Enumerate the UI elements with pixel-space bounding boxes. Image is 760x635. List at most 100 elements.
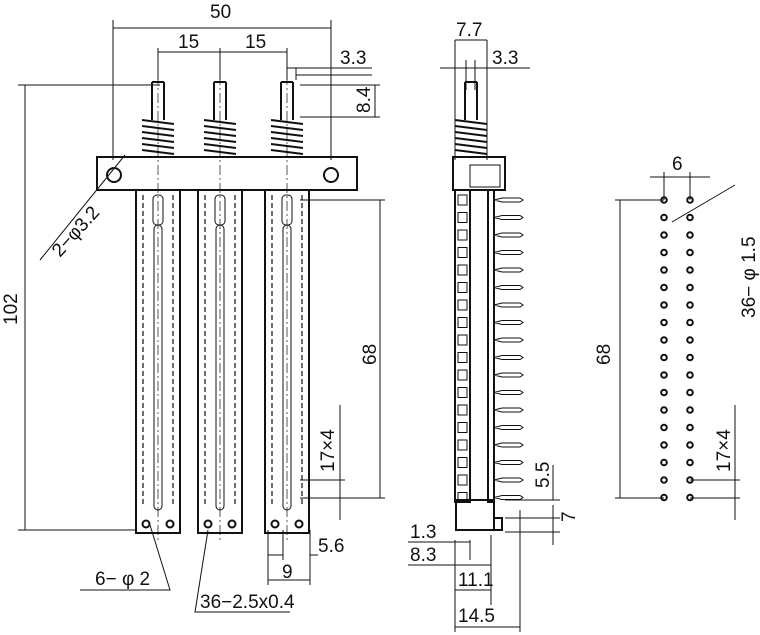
side-rail	[487, 189, 495, 503]
mount-hole-right	[323, 167, 339, 183]
side-base	[455, 499, 495, 531]
pattern-dim-pitch-count: 17×4	[714, 429, 735, 472]
pattern-hole	[660, 458, 668, 467]
front-dimension-lines	[18, 20, 385, 613]
side-pin	[493, 460, 524, 465]
pattern-dim-holes: 36− φ 1.5	[739, 236, 760, 318]
side-pin	[493, 337, 524, 343]
side-plate	[454, 189, 471, 503]
side-spring	[454, 119, 488, 155]
pattern-hole	[686, 266, 694, 274]
pattern-dim-spacing: 6	[672, 154, 683, 175]
dim-tip-height: 8.4	[354, 86, 375, 113]
side-tooth	[457, 457, 468, 468]
side-pin	[493, 285, 524, 290]
side-tooth	[457, 247, 468, 258]
side-dim-width: 7.7	[456, 20, 482, 41]
dim-mount-holes: 2−φ3.2	[48, 202, 104, 261]
side-dim-offset: 3.3	[492, 48, 518, 69]
side-pin	[493, 495, 524, 500]
pattern-hole	[686, 231, 694, 239]
pattern-hole	[686, 441, 694, 449]
bottom-hole	[227, 519, 237, 529]
dim-bottom-holes: 6− φ 2	[95, 569, 150, 590]
pattern-hole	[686, 371, 694, 379]
pattern-hole	[686, 388, 694, 397]
pattern-hole	[660, 231, 668, 239]
side-foot	[493, 517, 503, 531]
side-tooth	[457, 439, 468, 451]
pattern-hole	[686, 423, 694, 432]
pattern-hole	[686, 248, 694, 257]
side-dimension-lines	[408, 39, 560, 632]
pattern-hole	[660, 283, 668, 292]
pattern-hole	[686, 336, 694, 344]
pattern-hole	[660, 476, 668, 484]
side-tooth	[457, 369, 468, 381]
side-tooth	[457, 387, 468, 398]
side-tooth	[457, 212, 468, 223]
mounting-bar	[96, 156, 358, 191]
pattern-dimension-lines	[615, 172, 740, 520]
side-pin	[493, 197, 524, 203]
side-pin	[493, 250, 524, 255]
dim-pitch-count: 17×4	[318, 429, 339, 472]
pattern-hole	[686, 458, 694, 467]
side-dim-1-3: 1.3	[410, 522, 436, 543]
dim-hole-spacing: 5.6	[318, 536, 344, 557]
side-pin	[493, 407, 524, 413]
side-pin	[493, 267, 524, 273]
bottom-hole	[141, 519, 151, 529]
side-pin	[493, 390, 524, 395]
side-dim-5-5: 5.5	[533, 462, 554, 488]
pattern-hole	[660, 406, 668, 414]
side-pin	[493, 215, 524, 220]
pattern-hole	[660, 336, 668, 344]
front-view	[96, 75, 358, 540]
pattern-hole	[660, 441, 668, 449]
side-dim-11-1: 11.1	[458, 570, 494, 591]
pattern-hole	[660, 301, 668, 309]
side-pin	[493, 232, 524, 238]
side-tooth	[457, 282, 468, 293]
dim-strip-length: 68	[360, 344, 381, 365]
pattern-hole	[686, 283, 694, 292]
side-tooth	[457, 492, 468, 503]
side-tooth	[457, 194, 468, 206]
side-bar	[452, 156, 506, 191]
pattern-hole	[686, 353, 694, 362]
side-pin	[493, 320, 524, 325]
bottom-hole	[294, 519, 304, 529]
side-tooth	[457, 404, 468, 416]
pattern-hole	[686, 406, 694, 414]
pattern-hole	[686, 301, 694, 309]
dim-slots: 36−2.5x0.4	[200, 592, 295, 613]
pattern-hole	[660, 353, 668, 362]
side-pin	[493, 302, 524, 308]
side-tooth	[457, 334, 468, 346]
dim-strip-width: 9	[282, 562, 293, 583]
side-view	[452, 81, 524, 531]
pattern-hole	[660, 318, 668, 327]
side-bar-window	[469, 164, 501, 188]
bottom-hole	[270, 519, 280, 529]
pattern-hole	[660, 266, 668, 274]
strip-dashed-edge	[142, 195, 174, 505]
hole-pattern-view	[660, 196, 694, 502]
bottom-hole	[203, 519, 213, 529]
side-dim-7: 7	[559, 511, 580, 522]
dim-width: 50	[210, 2, 231, 23]
pattern-hole	[660, 423, 668, 432]
side-dim-14-5: 14.5	[458, 606, 495, 627]
side-tooth	[457, 299, 468, 311]
pattern-hole	[660, 371, 668, 379]
dim-pitch-2: 15	[245, 32, 266, 53]
pattern-hole	[660, 213, 668, 222]
side-tooth	[457, 474, 468, 486]
bottom-hole	[165, 519, 175, 529]
pattern-dim-length: 68	[594, 344, 615, 365]
pattern-hole	[686, 213, 694, 222]
side-pin	[493, 355, 524, 360]
pattern-hole	[660, 248, 668, 257]
